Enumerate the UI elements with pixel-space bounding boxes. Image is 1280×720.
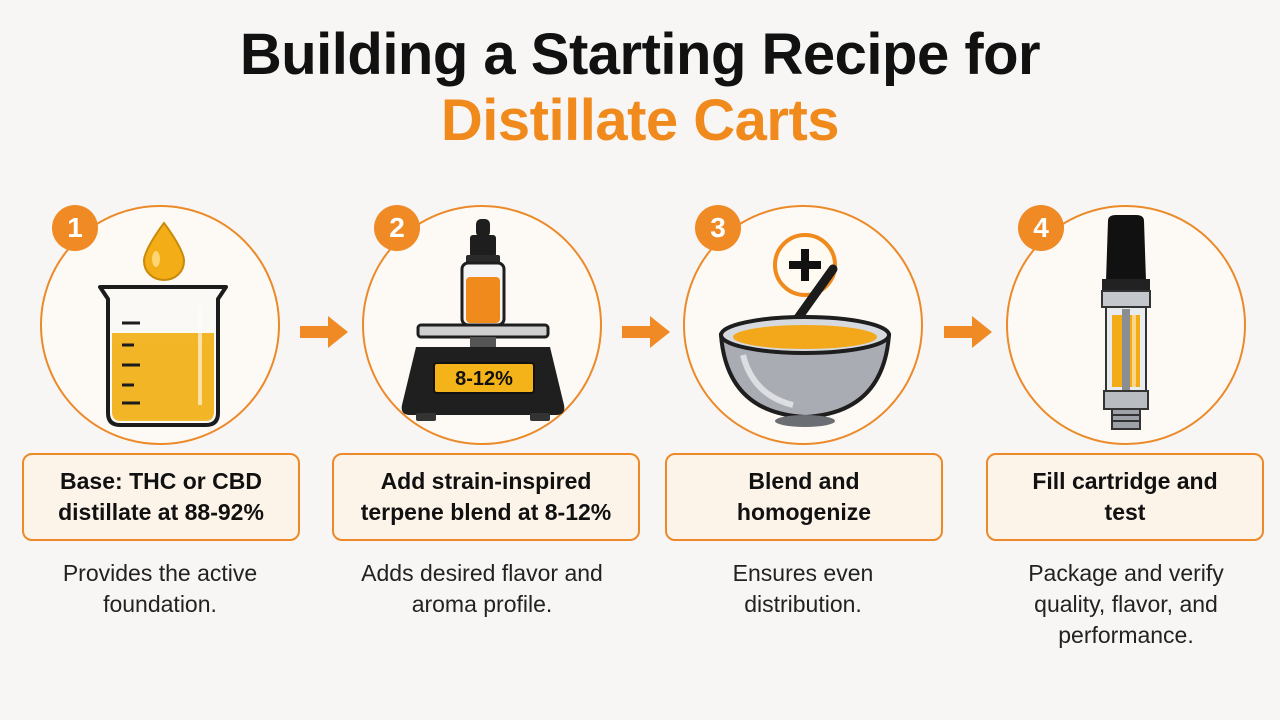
step-2-number-badge: 2 (374, 205, 420, 251)
dropper-bottle-on-scale-icon: 8-12% (401, 219, 565, 421)
step-3-number-badge: 3 (695, 205, 741, 251)
scale-readout: 8-12% (455, 368, 513, 390)
step-3-label: Blend and homogenize (736, 468, 872, 525)
step-1-label-box: Base: THC or CBD distillate at 88-92% (22, 453, 300, 541)
step-4-label: Fill cartridge and test (1032, 468, 1218, 525)
title-line-1: Building a Starting Recipe for (239, 22, 1041, 87)
step-2: 8-12% 2 Add strain-inspired terpene blen… (322, 0, 642, 720)
step-1-description: Provides the active foundation. (62, 560, 258, 617)
beaker-with-oil-drop-icon (98, 221, 228, 427)
step-1: 1 Base: THC or CBD distillate at 88-92% … (0, 0, 320, 720)
arrow-right-icon (300, 316, 348, 348)
page-title: Building a Starting Recipe for Distillat… (0, 22, 1280, 154)
step-1-number-badge: 1 (52, 205, 98, 251)
step-2-label: Add strain-inspired terpene blend at 8-1… (360, 468, 612, 525)
step-3: 3 Blend and homogenize Ensures even dist… (643, 0, 963, 720)
step-2-description: Adds desired flavor and aroma profile. (361, 560, 603, 617)
step-4: 4 Fill cartridge and test Package and ve… (966, 0, 1280, 720)
step-1-label: Base: THC or CBD distillate at 88-92% (58, 468, 264, 525)
step-2-label-box: Add strain-inspired terpene blend at 8-1… (332, 453, 640, 541)
step-3-label-box: Blend and homogenize (665, 453, 943, 541)
step-4-number-badge: 4 (1018, 205, 1064, 251)
step-3-description: Ensures even distribution. (732, 560, 874, 617)
arrow-right-icon (622, 316, 670, 348)
title-line-2: Distillate Carts (440, 88, 840, 153)
vape-cartridge-icon (1101, 215, 1151, 430)
step-4-description: Package and verify quality, flavor, and … (1028, 560, 1224, 648)
mixing-bowl-icon (718, 233, 892, 427)
arrow-right-icon (944, 316, 992, 348)
step-4-label-box: Fill cartridge and test (986, 453, 1264, 541)
